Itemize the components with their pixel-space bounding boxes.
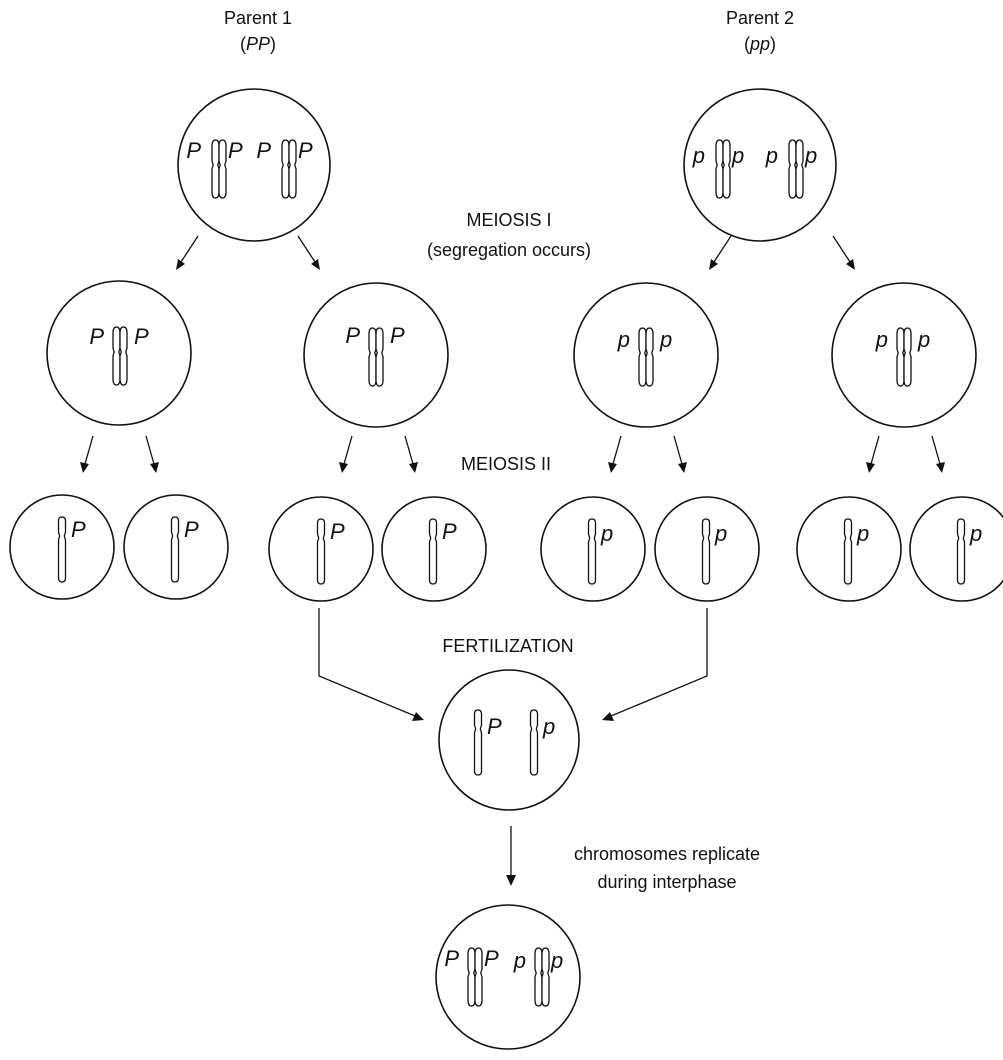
meiosis-1-note: (segregation occurs)	[427, 240, 591, 260]
replication-arrow	[506, 826, 516, 886]
gamete-cell: p	[796, 496, 902, 602]
allele-label: p	[692, 143, 705, 168]
meiosis-1-arrows	[176, 235, 855, 270]
parent2-meiosis1-cell-b: p p	[831, 282, 977, 428]
allele-label: P	[487, 714, 502, 739]
allele-label: P	[444, 946, 459, 971]
allele-label: p	[617, 327, 630, 352]
fertilization-arrows	[318, 608, 708, 721]
replication-label-line2: during interphase	[597, 872, 736, 892]
parent1-meiosis1-cell-a: P P	[46, 280, 192, 426]
allele-label: p	[550, 948, 563, 973]
allele-label: P	[256, 138, 271, 163]
allele-label: p	[917, 327, 930, 352]
parent2-genotype: (pp)	[744, 34, 776, 54]
zygote-cell: P p	[438, 669, 580, 811]
gamete-cell: p	[540, 496, 646, 602]
allele-label: P	[345, 323, 360, 348]
allele-label: p	[731, 143, 744, 168]
fertilization-label: FERTILIZATION	[442, 636, 573, 656]
allele-label: P	[484, 946, 499, 971]
allele-label: P	[390, 323, 405, 348]
allele-label: P	[330, 519, 345, 544]
allele-label: P	[134, 324, 149, 349]
allele-label: P	[89, 324, 104, 349]
replication-label-line1: chromosomes replicate	[574, 844, 760, 864]
allele-label: P	[442, 519, 457, 544]
gamete-cell: p	[909, 496, 1003, 602]
gamete-cell: P	[381, 496, 487, 602]
allele-label: p	[513, 948, 526, 973]
allele-label: P	[184, 517, 199, 542]
gamete-cell: P	[123, 494, 229, 600]
parent1-meiosis1-cell-b: P P	[303, 282, 449, 428]
allele-label: P	[71, 517, 86, 542]
allele-label: P	[228, 138, 243, 163]
allele-label: P	[186, 138, 201, 163]
replicated-zygote-cell: P P p p	[435, 904, 581, 1050]
allele-label: P	[298, 138, 313, 163]
allele-label: p	[804, 143, 817, 168]
allele-label: p	[659, 327, 672, 352]
allele-label: p	[856, 521, 869, 546]
parent1-genotype: (PP)	[240, 34, 276, 54]
parent2-title: Parent 2	[726, 8, 794, 28]
meiosis-1-label: MEIOSIS I	[466, 210, 551, 230]
allele-label: p	[969, 521, 982, 546]
allele-label: p	[600, 521, 613, 546]
allele-label: p	[714, 521, 727, 546]
parent1-cell: P P P P	[177, 88, 331, 242]
parent2-cell: p p p p	[683, 88, 837, 242]
meiosis-2-arrows	[80, 435, 945, 473]
allele-label: p	[542, 714, 555, 739]
meiosis-2-label: MEIOSIS II	[461, 454, 551, 474]
gamete-cell: P	[268, 496, 374, 602]
gamete-cell: p	[654, 496, 760, 602]
parent2-meiosis1-cell-a: p p	[573, 282, 719, 428]
parent1-title: Parent 1	[224, 8, 292, 28]
gamete-cell: P	[9, 494, 115, 600]
allele-label: p	[765, 143, 778, 168]
allele-label: p	[875, 327, 888, 352]
